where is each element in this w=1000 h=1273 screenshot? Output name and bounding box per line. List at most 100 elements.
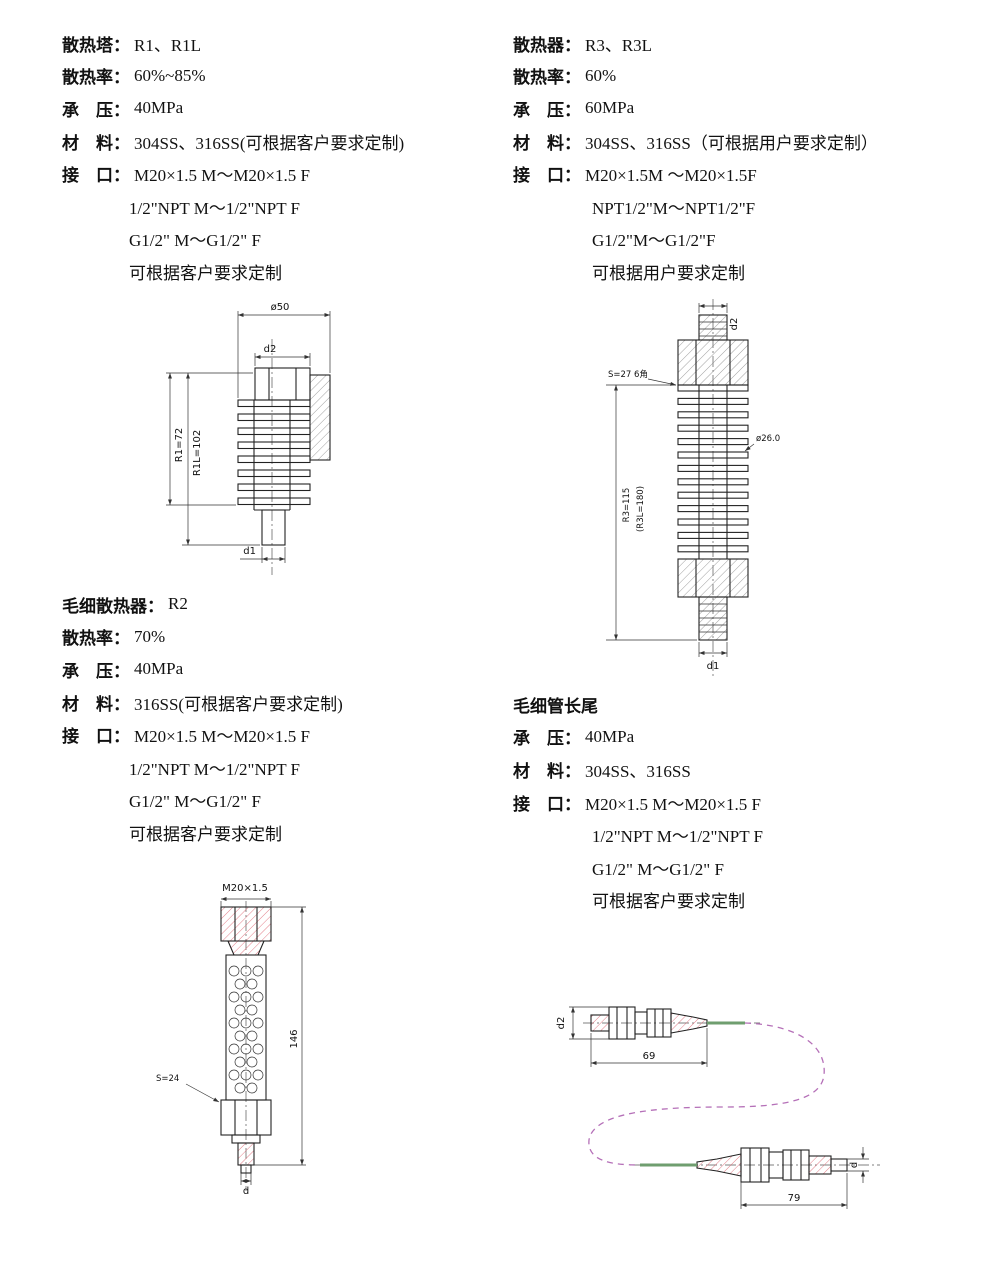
part-outline bbox=[220, 906, 272, 1174]
drawing-r1-heatsink: ø50 d2 R1=72 R1L=102 d1 bbox=[166, 302, 331, 575]
spec-value: M20×1.5M ～M20×1.5F bbox=[585, 166, 757, 186]
spec-row: 毛细散热器：R2 bbox=[62, 588, 343, 621]
drawing-capillary-long-tail: d2 69 d 79 bbox=[556, 1006, 880, 1209]
dimensions: d2 69 d 79 bbox=[556, 1006, 869, 1209]
spec-value: G1/2" M～G1/2" F bbox=[129, 792, 261, 812]
spec-value: 60MPa bbox=[585, 98, 635, 118]
spec-row: 接 口：M20×1.5M ～M20×1.5F bbox=[513, 157, 878, 190]
spec-value: 1/2"NPT M～1/2"NPT F bbox=[129, 759, 301, 779]
dimension-lines bbox=[185, 896, 306, 1185]
stem bbox=[237, 1142, 255, 1166]
section-hatch bbox=[309, 374, 331, 461]
spec-label: 接 口： bbox=[513, 166, 581, 186]
spec-row: 材 料：316SS(可根据客户要求定制) bbox=[62, 686, 343, 719]
drawing-r3-heatsink: d2 S=27 6角 ø26.0 R3=115 (R3L=180) d1 bbox=[606, 299, 780, 679]
spec-block-tail: 毛细管长尾 承 压：40MPa 材 料：304SS、316SS 接 口：M20×… bbox=[513, 688, 763, 916]
spec-value: 304SS、316SS(可根据客户要求定制) bbox=[134, 133, 405, 153]
dimensions: d2 S=27 6角 ø26.0 R3=115 (R3L=180) d1 bbox=[606, 303, 780, 672]
spec-label: 承 压： bbox=[62, 100, 130, 120]
spec-row: 散热器：R3、R3L bbox=[513, 27, 878, 60]
spec-row: 承 压：40MPa bbox=[62, 92, 404, 125]
spec-label: 材 料： bbox=[62, 133, 130, 153]
dim-label-fitting-length: 79 bbox=[788, 1193, 801, 1204]
spec-value: 可根据客户要求定制 bbox=[129, 824, 282, 844]
spec-row: 接 口：M20×1.5 M～M20×1.5 F bbox=[62, 157, 404, 190]
spec-value: 304SS、316SS bbox=[585, 761, 691, 781]
spec-label: 材 料： bbox=[62, 694, 130, 714]
spec-value: 1/2"NPT M～1/2"NPT F bbox=[592, 827, 764, 847]
spec-value: 1/2"NPT M～1/2"NPT F bbox=[129, 198, 301, 218]
spec-value: G1/2" M～G1/2" F bbox=[592, 859, 724, 879]
tip bbox=[240, 1164, 252, 1174]
spec-label: 承 压： bbox=[513, 100, 581, 120]
spec-block-r1: 散热塔：R1、R1L 散热率：60%~85% 承 压：40MPa 材 料：304… bbox=[62, 27, 404, 288]
spec-row: 可根据客户要求定制 bbox=[513, 884, 763, 917]
spec-row: 材 料：304SS、316SS bbox=[513, 753, 763, 786]
spec-value: G1/2"M～G1/2"F bbox=[592, 231, 716, 251]
spec-value: R1、R1L bbox=[134, 35, 202, 55]
spec-label: 材 料： bbox=[513, 133, 581, 153]
hex-nut-bottom bbox=[677, 558, 749, 598]
spec-row: 散热率：70% bbox=[62, 621, 343, 654]
spec-label: 散热塔： bbox=[62, 35, 130, 55]
spec-value: 可根据客户要求定制 bbox=[592, 892, 745, 912]
spec-value: 可根据用户要求定制 bbox=[592, 263, 745, 283]
spec-label: 材 料： bbox=[513, 761, 581, 781]
spec-value: M20×1.5 M～M20×1.5 F bbox=[585, 794, 761, 814]
spec-row: G1/2"M～G1/2"F bbox=[513, 223, 878, 256]
dimension-lines bbox=[606, 303, 755, 657]
part-outline bbox=[677, 314, 749, 641]
spec-row: 散热塔：R1、R1L bbox=[62, 27, 404, 60]
spec-row: G1/2" M～G1/2" F bbox=[62, 223, 404, 256]
spec-row: 散热率：60%~85% bbox=[62, 60, 404, 93]
dim-label-thread: M20×1.5 bbox=[222, 883, 268, 894]
spec-value: M20×1.5 M～M20×1.5 F bbox=[134, 166, 310, 186]
hex-nut-top bbox=[220, 906, 272, 942]
dim-label-length: 146 bbox=[289, 1029, 300, 1048]
spec-value: 40MPa bbox=[585, 726, 635, 746]
spec-row: NPT1/2"M～NPT1/2"F bbox=[513, 190, 878, 223]
fitting-bottom bbox=[696, 1147, 848, 1183]
dim-label-d2: d2 bbox=[556, 1017, 567, 1030]
spec-value: 70% bbox=[134, 626, 166, 646]
fitting-top bbox=[590, 1006, 708, 1040]
drawing-r2-capillary-radiator: M20×1.5 146 S=24 d bbox=[156, 883, 306, 1195]
dim-label-r3l-length: (R3L=180) bbox=[636, 486, 646, 532]
tip bbox=[830, 1158, 848, 1172]
dim-label-d: d bbox=[243, 1186, 249, 1195]
spec-row: 承 压：40MPa bbox=[62, 653, 343, 686]
spec-value: 304SS、316SS（可根据用户要求定制） bbox=[585, 133, 878, 153]
hex-nut-top bbox=[677, 339, 749, 386]
perforations bbox=[228, 965, 264, 1094]
part-outline bbox=[237, 367, 331, 546]
spec-value: 40MPa bbox=[134, 659, 184, 679]
dim-label-body-length: 69 bbox=[643, 1051, 656, 1062]
taper-nose bbox=[696, 1153, 742, 1177]
dim-label-r1-length: R1=72 bbox=[174, 428, 185, 462]
capillary-tube-coil bbox=[588, 1022, 825, 1166]
spec-row: 可根据客户要求定制 bbox=[62, 816, 343, 849]
spec-row: 承 压：40MPa bbox=[513, 721, 763, 754]
spec-row: 材 料：304SS、316SS(可根据客户要求定制) bbox=[62, 125, 404, 158]
dimension-lines bbox=[569, 1006, 869, 1209]
spec-value: 40MPa bbox=[134, 98, 184, 118]
spec-value: 可根据客户要求定制 bbox=[129, 263, 282, 283]
spec-value: 316SS(可根据客户要求定制) bbox=[134, 694, 343, 714]
spec-row: 接 口：M20×1.5 M～M20×1.5 F bbox=[513, 786, 763, 819]
dim-label-d2: d2 bbox=[729, 318, 740, 331]
dim-label-r3-length: R3=115 bbox=[622, 488, 632, 523]
spec-block-r3: 散热器：R3、R3L 散热率：60% 承 压：60MPa 材 料：304SS、3… bbox=[513, 27, 878, 288]
spec-value: R3、R3L bbox=[585, 35, 653, 55]
spec-label: 散热率： bbox=[513, 68, 581, 88]
ferrule bbox=[227, 940, 265, 956]
spec-value: NPT1/2"M～NPT1/2"F bbox=[592, 198, 756, 218]
dim-label-r1l-length: R1L=102 bbox=[192, 430, 203, 476]
spec-value: G1/2" M～G1/2" F bbox=[129, 231, 261, 251]
dim-label-fin-dia: ø26.0 bbox=[756, 434, 780, 444]
spec-label: 散热率： bbox=[62, 68, 130, 88]
dim-label-hex-size: S=24 bbox=[156, 1074, 179, 1084]
spec-row: G1/2" M～G1/2" F bbox=[62, 784, 343, 817]
spec-label: 散热率： bbox=[62, 629, 130, 649]
dimensions: ø50 d2 R1=72 R1L=102 d1 bbox=[166, 302, 331, 563]
